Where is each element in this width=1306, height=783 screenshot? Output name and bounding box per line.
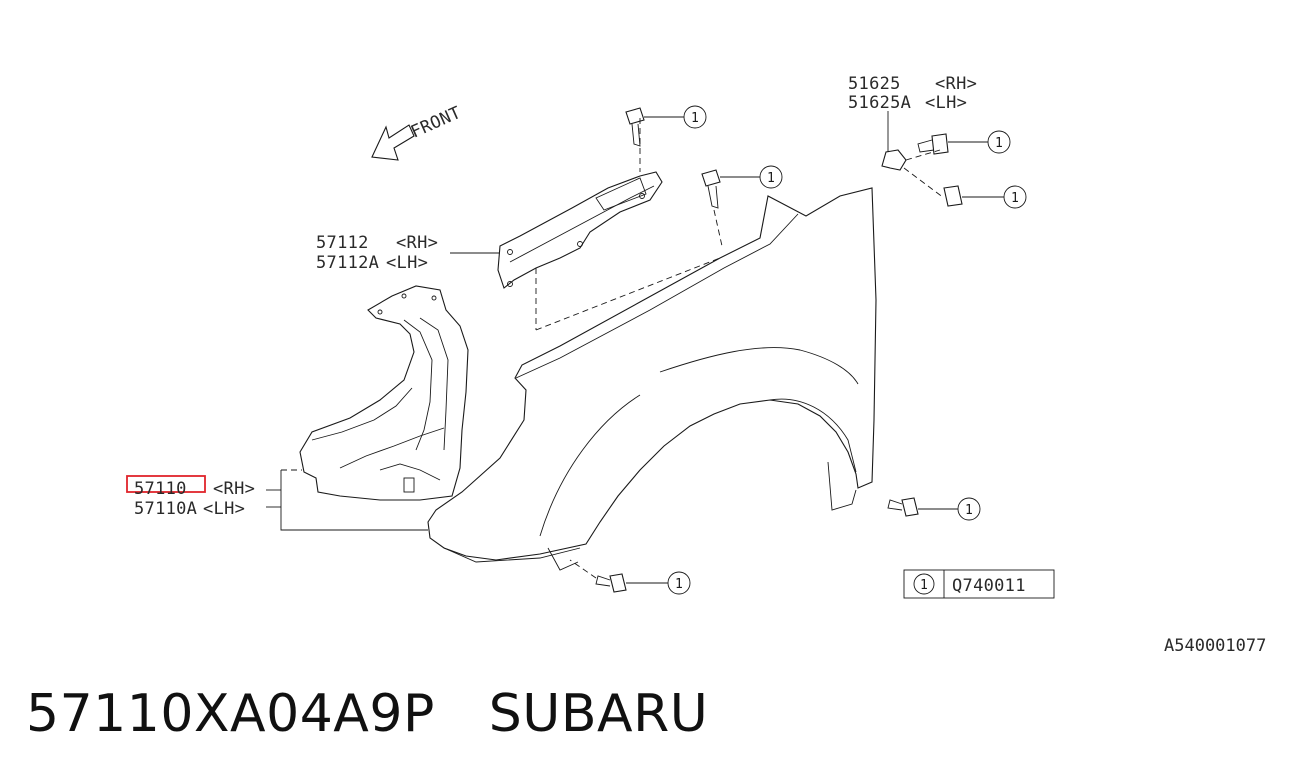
callout-1: 1 — [918, 497, 981, 521]
bolt-icon — [569, 559, 627, 593]
label-57110[interactable]: 57110 — [134, 479, 187, 499]
callout-1: 1 — [626, 571, 691, 595]
callout-1: 1 — [720, 165, 783, 189]
label-57112: 57112 — [316, 233, 369, 253]
bolt-icon — [943, 185, 963, 207]
bolt-icon — [625, 107, 645, 147]
label-51625a-side: <LH> — [925, 93, 967, 113]
svg-text:1: 1 — [965, 503, 973, 518]
leader-lines — [266, 111, 889, 531]
svg-text:1: 1 — [691, 111, 699, 126]
bolt-icon — [917, 133, 949, 155]
legend-box: 1 Q740011 — [903, 569, 1055, 599]
bolt-icon — [701, 169, 723, 247]
svg-text:1: 1 — [1011, 191, 1019, 206]
part-title: 57110XA04A9P SUBARU — [26, 684, 708, 744]
fender-bracket-57110 — [299, 285, 469, 501]
svg-text:1: 1 — [767, 171, 775, 186]
part-number: 57110XA04A9P — [26, 684, 435, 744]
svg-text:1: 1 — [675, 577, 683, 592]
label-51625-side: <RH> — [935, 74, 977, 94]
label-51625a: 51625A — [848, 93, 911, 113]
bolt-icons — [569, 107, 963, 593]
label-57112a: 57112A — [316, 253, 379, 273]
callout-1: 1 — [948, 130, 1011, 154]
label-57110a-side: <LH> — [203, 499, 245, 519]
svg-text:1: 1 — [995, 136, 1003, 151]
diagram-code: A540001077 — [1164, 636, 1267, 656]
label-57110a: 57110A — [134, 499, 197, 519]
front-direction-arrow: FRONT — [371, 103, 464, 161]
label-57112a-side: <LH> — [386, 253, 428, 273]
bracket-51625 — [881, 149, 945, 199]
rail-bracket-57112 — [497, 118, 721, 331]
legend-key: 1 — [920, 578, 928, 593]
label-57110-side: <RH> — [213, 479, 255, 499]
highlight-box — [126, 475, 206, 493]
brand-name: SUBARU — [488, 684, 709, 744]
front-label: FRONT — [408, 103, 464, 143]
front-fender-panel — [427, 187, 877, 571]
bolt-icon — [887, 497, 919, 517]
legend-code: Q740011 — [952, 576, 1026, 596]
callout-1: 1 — [644, 105, 707, 129]
callout-1: 1 — [962, 185, 1027, 209]
label-51625: 51625 — [848, 74, 901, 94]
label-57112-side: <RH> — [396, 233, 438, 253]
